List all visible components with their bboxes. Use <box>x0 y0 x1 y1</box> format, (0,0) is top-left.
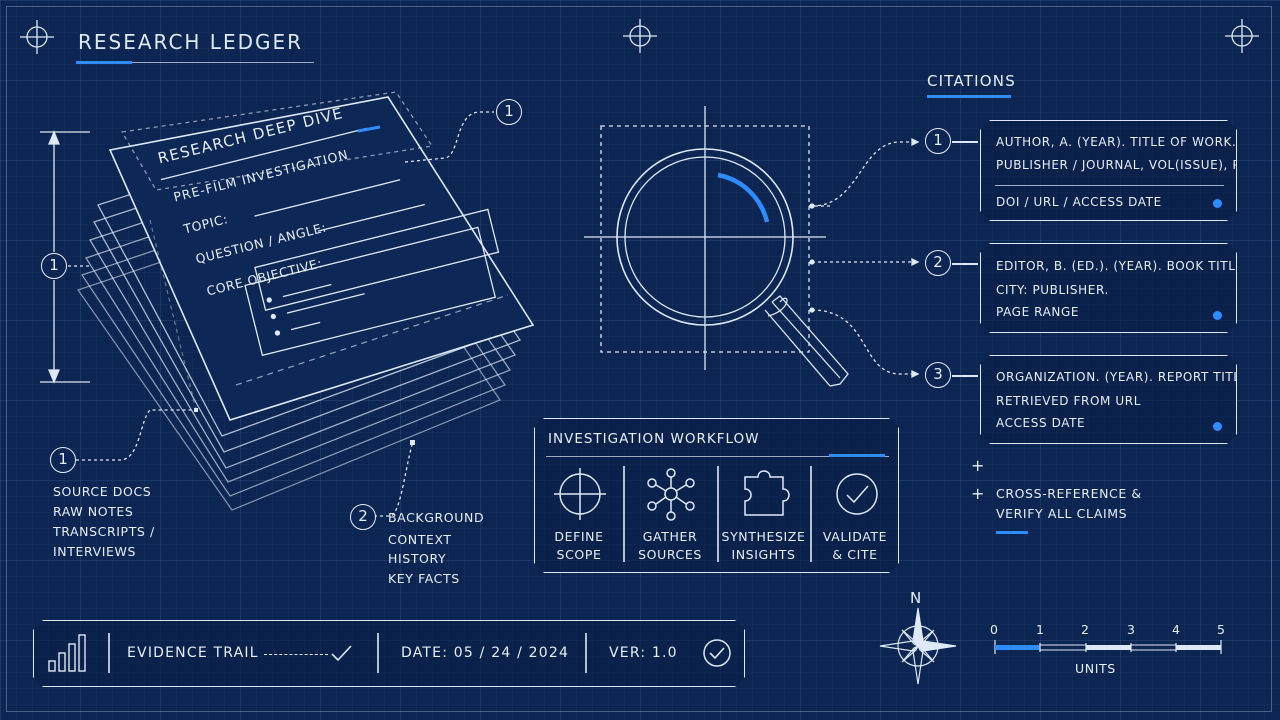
citation-3-status-dot <box>1213 422 1222 431</box>
workflow-title: INVESTIGATION WORKFLOW <box>548 431 760 447</box>
citation-1-connector <box>952 141 978 143</box>
scale-tick-0: 0 <box>990 622 999 637</box>
compass-north-label: N <box>910 589 922 607</box>
stack-callout-marker: 1 <box>496 99 522 125</box>
workflow-step-gather: GATHER SOURCES <box>623 528 717 564</box>
citation-1-line-2: PUBLISHER / JOURNAL, VOL(ISSUE), PAGES. <box>996 158 1279 172</box>
workflow-step-synthesize-line-2: INSIGHTS <box>731 547 796 562</box>
evidence-trail-leader <box>264 654 328 656</box>
citation-1-line-3: DOI / URL / ACCESS DATE <box>996 195 1162 209</box>
stack-annotations <box>40 111 494 517</box>
workflow-separator <box>623 466 625 562</box>
workflow-step-validate: VALIDATE & CITE <box>810 528 900 564</box>
citation-3-line-2: RETRIEVED FROM URL <box>996 394 1142 408</box>
scale-tick-3: 3 <box>1127 622 1136 637</box>
workflow-separator <box>717 466 719 562</box>
workflow-divider <box>546 456 889 457</box>
compass-rose-icon <box>879 607 957 685</box>
scale-tick-4: 4 <box>1172 622 1181 637</box>
crosshair-icon <box>554 468 606 520</box>
check-icon <box>330 642 354 666</box>
background-line-2: CONTEXT <box>388 532 452 547</box>
footer-separator <box>108 633 110 673</box>
scale-tick-2: 2 <box>1081 622 1090 637</box>
sources-marker: 1 <box>50 447 76 473</box>
workflow-accent <box>829 454 885 457</box>
sources-line-4: INTERVIEWS <box>53 544 137 559</box>
workflow-step-synthesize-line-1: SYNTHESIZE <box>721 529 806 544</box>
plus-icon: + <box>971 484 986 503</box>
citations-underline <box>927 95 1011 98</box>
background-line-3: HISTORY <box>388 551 447 566</box>
plus-icon: + <box>971 456 986 475</box>
sources-line-3: TRANSCRIPTS / <box>53 524 155 539</box>
workflow-step-synthesize: SYNTHESIZE INSIGHTS <box>717 528 810 564</box>
citation-1-line-1: AUTHOR, A. (YEAR). TITLE OF WORK. <box>996 135 1237 149</box>
title-underline <box>76 62 314 63</box>
workflow-step-define-line-1: DEFINE <box>554 529 604 544</box>
workflow-step-gather-line-1: GATHER <box>642 529 698 544</box>
citations-heading: CITATIONS <box>927 72 1016 90</box>
workflow-step-validate-line-2: & CITE <box>832 547 878 562</box>
citation-2-line-2: CITY: PUBLISHER. <box>996 283 1109 297</box>
citation-1-marker: 1 <box>925 128 951 154</box>
citation-card-1: AUTHOR, A. (YEAR). TITLE OF WORK. PUBLIS… <box>980 120 1237 221</box>
workflow-panel: INVESTIGATION WORKFLOW <box>534 418 899 573</box>
citation-2-line-1: EDITOR, B. (ED.). (YEAR). BOOK TITLE. <box>996 259 1249 273</box>
citation-2-marker: 2 <box>925 250 951 276</box>
workflow-step-define-line-2: SCOPE <box>556 547 602 562</box>
footer-separator <box>585 633 587 673</box>
citation-2-connector <box>952 263 978 265</box>
workflow-separator <box>810 466 812 562</box>
check-circle-icon <box>837 474 877 514</box>
page-title: RESEARCH LEDGER <box>78 30 304 54</box>
footer-separator <box>377 633 379 673</box>
citation-3-line-3: ACCESS DATE <box>996 416 1086 430</box>
scale-bar <box>994 640 1222 654</box>
workflow-step-gather-line-2: SOURCES <box>638 547 702 562</box>
scale-tick-1: 1 <box>1036 622 1045 637</box>
title-accent <box>76 61 132 64</box>
background-marker: 2 <box>350 504 376 530</box>
workflow-icons <box>535 419 900 574</box>
puzzle-icon <box>745 471 789 515</box>
citations-note-line-1: CROSS-REFERENCE & <box>996 486 1142 501</box>
citations-note-accent <box>996 531 1028 534</box>
scale-tick-5: 5 <box>1217 622 1226 637</box>
citation-2-status-dot <box>1213 311 1222 320</box>
citation-1-status-dot <box>1213 199 1222 208</box>
evidence-trail-label: EVIDENCE TRAIL <box>127 645 259 661</box>
version-label: VER: 1.0 <box>609 645 678 661</box>
sources-line-1: SOURCE DOCS <box>53 484 152 499</box>
citation-3-marker: 3 <box>925 362 951 388</box>
citation-2-line-3: PAGE RANGE <box>996 305 1080 319</box>
network-icon <box>648 469 694 520</box>
scale-unit-label: UNITS <box>1075 661 1116 676</box>
date-label: DATE: 05 / 24 / 2024 <box>401 645 570 661</box>
workflow-step-validate-line-1: VALIDATE <box>822 529 888 544</box>
citation-1-divider <box>995 185 1224 186</box>
citation-card-2: EDITOR, B. (ED.). (YEAR). BOOK TITLE. CI… <box>980 243 1237 333</box>
dimension-marker: 1 <box>41 253 67 279</box>
footer-bar: EVIDENCE TRAIL DATE: 05 / 24 / 2024 VER:… <box>33 620 745 687</box>
background-line-4: KEY FACTS <box>388 571 460 586</box>
workflow-step-define: DEFINE SCOPE <box>535 528 623 564</box>
citations-note-line-2: VERIFY ALL CLAIMS <box>996 506 1128 521</box>
stack-sheets <box>76 91 535 511</box>
bar-chart-icon <box>46 629 106 689</box>
citation-3-connector <box>952 375 978 377</box>
background-line-1: BACKGROUND <box>388 510 485 525</box>
citation-3-line-1: ORGANIZATION. (YEAR). REPORT TITLE. <box>996 370 1254 384</box>
citation-card-3: ORGANIZATION. (YEAR). REPORT TITLE. RETR… <box>980 355 1237 444</box>
check-circle-icon <box>702 638 732 668</box>
sources-line-2: RAW NOTES <box>53 504 134 519</box>
